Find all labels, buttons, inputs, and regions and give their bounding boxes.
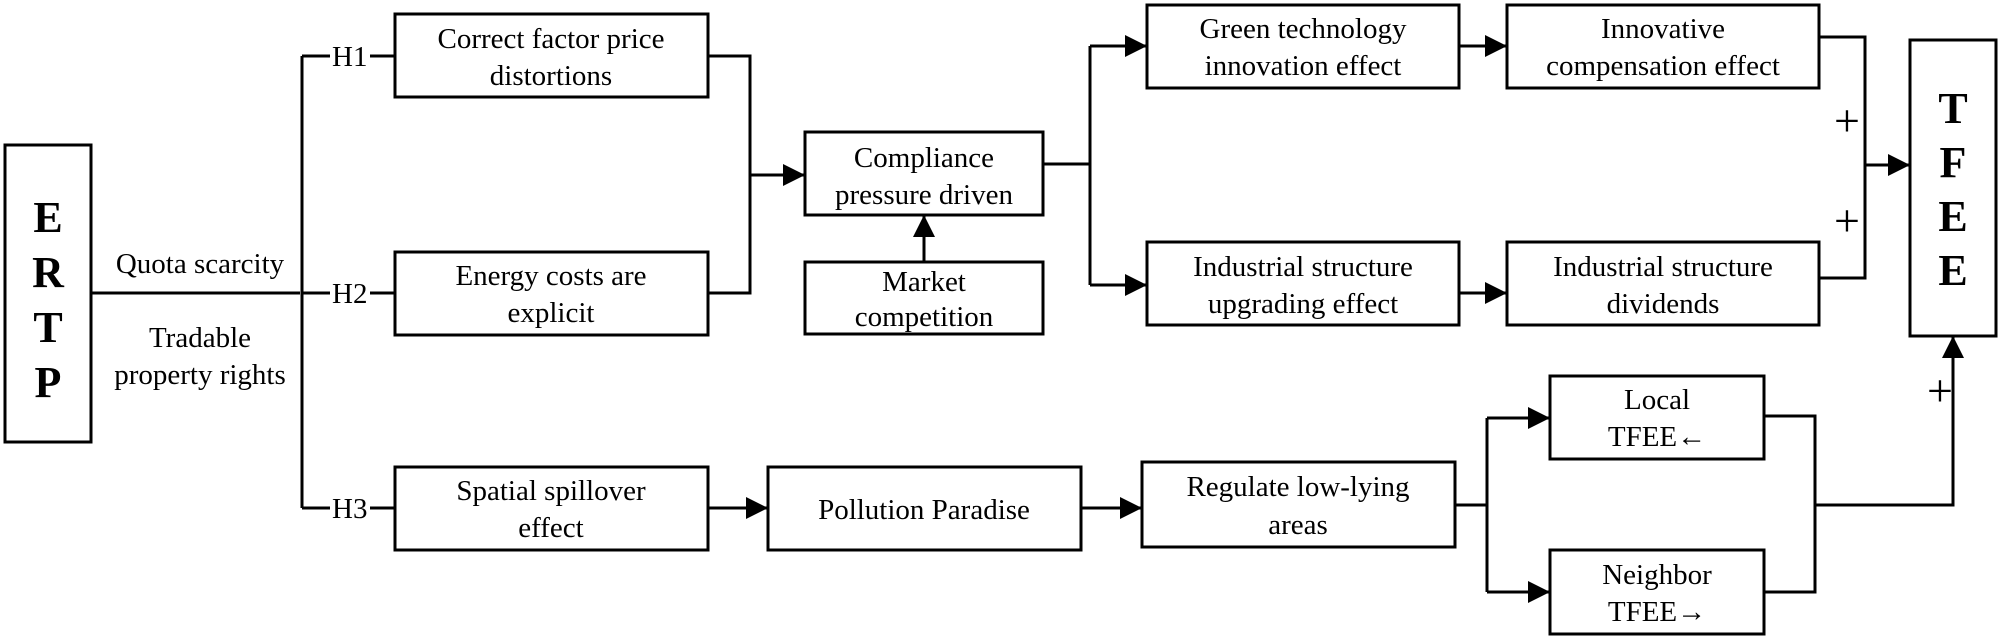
tfee-letter-e1: E	[1938, 192, 1967, 241]
compliance-line1: Compliance	[854, 142, 994, 174]
regulate-low-line1: Regulate low-lying	[1186, 471, 1409, 503]
innovative-comp-line2: compensation effect	[1546, 50, 1780, 82]
market-competition-node: Market competition	[803, 260, 1045, 336]
tfee-letter-e2: E	[1938, 246, 1967, 295]
tradable-label-line2: property rights	[114, 359, 286, 391]
plus-sign-bottom: +	[1927, 365, 1953, 416]
h3-label: H3	[332, 493, 367, 525]
local-tfee-line1: Local	[1624, 384, 1690, 416]
tradable-label-line1: Tradable	[149, 322, 251, 354]
correct-factor-line1: Correct factor price	[437, 23, 664, 55]
industrial-upgrading-line1: Industrial structure	[1193, 251, 1413, 283]
green-tech-line2: innovation effect	[1205, 50, 1402, 82]
ertp-letter-t: T	[33, 303, 62, 352]
tfee-box	[1908, 38, 1998, 338]
innovative-comp-line1: Innovative	[1601, 13, 1725, 45]
neighbor-tfee-box	[1548, 548, 1766, 636]
tfee-letter-t: T	[1938, 84, 1967, 133]
arrow-spatial-to-tfee	[1815, 336, 1964, 507]
neighbor-tfee-line1: Neighbor	[1602, 559, 1712, 591]
industrial-upgrading-box	[1145, 240, 1461, 327]
industrial-dividends-line2: dividends	[1607, 288, 1720, 320]
neighbor-tfee-line2: TFEE→	[1608, 596, 1706, 628]
h1-label: H1	[332, 41, 367, 73]
energy-costs-line1: Energy costs are	[455, 260, 646, 292]
tfee-node: T F E E	[1908, 38, 1998, 338]
energy-costs-line2: explicit	[508, 297, 595, 329]
correct-factor-line2: distortions	[490, 60, 612, 92]
plus-sign-top: +	[1834, 95, 1860, 146]
plus-sign-middle: +	[1834, 195, 1860, 246]
innovative-comp-node: Innovative compensation effect	[1505, 3, 1821, 90]
local-tfee-line2: TFEE←	[1608, 421, 1706, 453]
merge-to-compliance-connector	[708, 54, 752, 295]
ertp-letter-p: P	[35, 358, 62, 407]
green-tech-line1: Green technology	[1200, 13, 1407, 45]
merge-to-tfee-connector	[1819, 35, 1867, 280]
ertp-box	[3, 143, 93, 444]
correct-factor-box	[393, 12, 710, 99]
neighbor-tfee-node: Neighbor TFEE→	[1548, 548, 1766, 636]
regulate-low-box	[1140, 460, 1457, 549]
ertp-node: E R T P	[3, 143, 93, 444]
correct-factor-node: Correct factor price distortions	[393, 12, 710, 99]
regulate-low-node: Regulate low-lying areas	[1140, 460, 1457, 549]
ertp-letter-e: E	[33, 193, 62, 242]
local-tfee-box	[1548, 374, 1766, 461]
innovative-comp-box	[1505, 3, 1821, 90]
market-competition-line2: competition	[855, 301, 994, 333]
energy-costs-node: Energy costs are explicit	[393, 250, 710, 337]
green-tech-box	[1145, 3, 1461, 90]
merge-spatial-connector	[1764, 414, 1817, 594]
industrial-dividends-box	[1505, 240, 1821, 327]
market-competition-line1: Market	[882, 266, 966, 298]
quota-scarcity-label: Quota scarcity	[116, 248, 285, 280]
spatial-spillover-node: Spatial spillover effect	[393, 465, 710, 552]
tfee-letter-f: F	[1940, 138, 1967, 187]
green-tech-node: Green technology innovation effect	[1145, 3, 1461, 90]
spatial-spillover-line2: effect	[518, 512, 583, 544]
industrial-dividends-node: Industrial structure dividends	[1505, 240, 1821, 327]
h2-label: H2	[332, 278, 367, 310]
pollution-paradise-node: Pollution Paradise	[766, 465, 1083, 552]
regulate-low-line2: areas	[1268, 509, 1328, 541]
compliance-line2: pressure driven	[835, 179, 1013, 211]
local-tfee-node: Local TFEE←	[1548, 374, 1766, 461]
industrial-dividends-line1: Industrial structure	[1553, 251, 1773, 283]
spatial-spillover-line1: Spatial spillover	[456, 475, 646, 507]
compliance-node: Compliance pressure driven	[803, 130, 1045, 217]
industrial-upgrading-line2: upgrading effect	[1208, 288, 1398, 320]
industrial-upgrading-node: Industrial structure upgrading effect	[1145, 240, 1461, 327]
pollution-paradise-label: Pollution Paradise	[818, 494, 1030, 526]
ertp-letter-r: R	[32, 248, 65, 297]
